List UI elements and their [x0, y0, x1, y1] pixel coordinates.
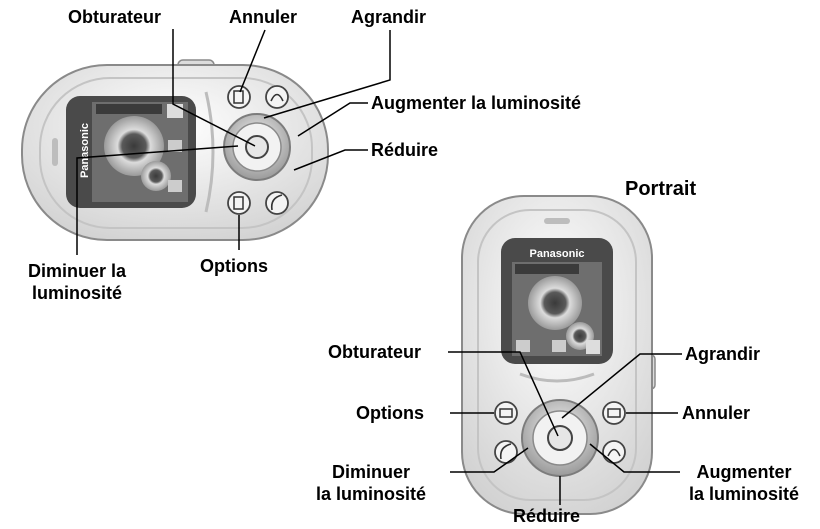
soft-key-icon: [607, 408, 621, 418]
shutter-key-icon[interactable]: [245, 135, 269, 159]
sunflower-image-icon: [515, 264, 600, 354]
label-augmenter-landscape: Augmenter la luminosité: [371, 93, 582, 113]
portrait-options-key[interactable]: [494, 401, 518, 425]
label-diminuer-landscape: Diminuer la luminosité: [27, 261, 127, 303]
sunflower-image-icon: [96, 104, 183, 192]
label-agrandir-landscape: Agrandir: [351, 7, 427, 27]
label-diminuer-portrait: Diminuer la luminosité: [315, 462, 427, 504]
landscape-leader-lines: [76, 29, 391, 255]
end-call-icon: [270, 93, 284, 102]
soft-key-icon: [499, 408, 513, 418]
label-options-portrait: Options: [356, 403, 424, 423]
label-reduire-portrait: Réduire: [513, 506, 581, 526]
end-call-icon: [607, 448, 621, 457]
soft-key-icon: [233, 90, 244, 104]
portrait-annuler-key[interactable]: [602, 401, 626, 425]
landscape-send-call-key[interactable]: [265, 191, 289, 215]
label-annuler-portrait: Annuler: [682, 403, 751, 423]
shutter-key-icon[interactable]: [547, 425, 573, 451]
soft-key-icon: [233, 196, 244, 210]
label-annuler-landscape: Annuler: [229, 7, 298, 27]
portrait-end-call-key[interactable]: [602, 440, 626, 464]
landscape-options-key[interactable]: [227, 191, 251, 215]
label-options-landscape: Options: [200, 256, 268, 276]
portrait-send-call-key[interactable]: [494, 440, 518, 464]
portrait-brand-logo: Panasonic: [529, 248, 584, 260]
send-call-icon: [499, 443, 512, 460]
label-augmenter-portrait: Augmenter la luminosité: [688, 462, 800, 504]
landscape-end-call-key[interactable]: [265, 85, 289, 109]
landscape-annuler-key[interactable]: [227, 85, 251, 109]
portrait-title: Portrait: [625, 178, 697, 200]
label-agrandir-portrait: Agrandir: [685, 344, 761, 364]
label-obturateur-portrait: Obturateur: [328, 342, 422, 362]
portrait-phone: Panasonic: [461, 195, 656, 515]
landscape-phone: Panasonic: [21, 59, 329, 241]
send-call-icon: [270, 194, 283, 211]
portrait-leader-lines: [448, 351, 682, 505]
label-obturateur-landscape: Obturateur: [68, 7, 162, 27]
landscape-brand-logo: Panasonic: [79, 123, 91, 178]
label-reduire-landscape: Réduire: [371, 140, 439, 160]
